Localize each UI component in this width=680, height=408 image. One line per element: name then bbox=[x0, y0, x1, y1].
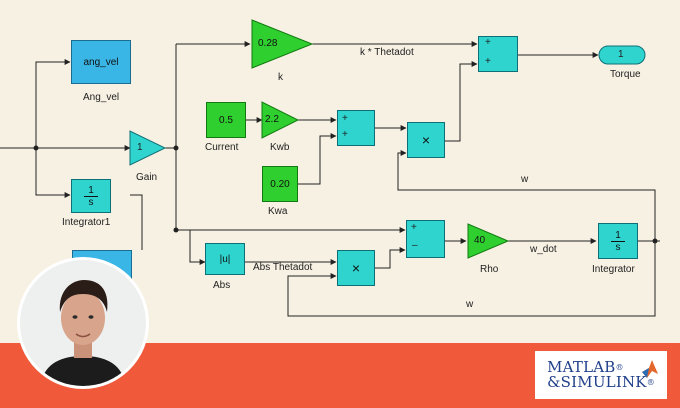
product-upper-block[interactable]: × bbox=[407, 122, 445, 158]
avatar bbox=[20, 260, 146, 386]
torque-port-number: 1 bbox=[618, 49, 624, 60]
integrator1-denominator: s bbox=[88, 196, 94, 208]
sum-lower-minus: – bbox=[412, 240, 418, 251]
sum-top-plus1: + bbox=[485, 37, 491, 48]
gain-k-label: k bbox=[278, 72, 283, 83]
abs-label: Abs bbox=[213, 280, 231, 291]
sum-middle-block[interactable] bbox=[337, 110, 375, 146]
gain-rho-shape bbox=[467, 223, 510, 259]
abs-block-text: |u| bbox=[219, 253, 231, 265]
person-portrait-icon bbox=[20, 260, 146, 386]
sum-lower-block[interactable] bbox=[406, 220, 445, 258]
integrator-block[interactable]: 1 s bbox=[598, 223, 638, 259]
current-constant-block[interactable]: 0.5 bbox=[206, 102, 246, 138]
kwa-label: Kwa bbox=[268, 206, 288, 217]
integrator-label: Integrator bbox=[592, 264, 635, 275]
signal-abs-thetadot: Abs Thetadot bbox=[253, 262, 313, 273]
kwb-label: Kwb bbox=[270, 142, 290, 153]
sum-lower-plus: + bbox=[411, 222, 417, 233]
kwa-value: 0.20 bbox=[270, 178, 290, 190]
kwa-constant-block[interactable]: 0.20 bbox=[262, 166, 298, 202]
gain-kwb-shape bbox=[261, 101, 300, 139]
sum-top-block[interactable] bbox=[478, 36, 518, 72]
gain-main-shape bbox=[129, 130, 167, 166]
signal-k-thetadot: k * Thetadot bbox=[360, 47, 414, 58]
signal-w-upper: w bbox=[521, 174, 529, 185]
abs-block[interactable]: |u| bbox=[205, 243, 245, 275]
rho-label: Rho bbox=[480, 264, 499, 275]
signal-w-dot: w_dot bbox=[530, 244, 557, 255]
integrator1-numerator: 1 bbox=[88, 184, 94, 196]
signal-w-lower: w bbox=[466, 299, 474, 310]
torque-label: Torque bbox=[610, 69, 641, 80]
integrator1-label: Integrator1 bbox=[62, 217, 111, 228]
product-upper-symbol: × bbox=[421, 132, 431, 148]
integrator-numerator: 1 bbox=[615, 229, 621, 241]
ang-vel-block-text: ang_vel bbox=[83, 56, 119, 68]
logo-line1: MATLAB bbox=[547, 358, 616, 376]
sum-middle-plus2: + bbox=[342, 129, 348, 140]
current-value: 0.5 bbox=[219, 114, 233, 126]
rho-value: 40 bbox=[474, 235, 486, 246]
gain-k-shape bbox=[251, 19, 314, 69]
torque-outport-shape bbox=[598, 45, 646, 65]
ang-vel-label: Ang_vel bbox=[83, 92, 120, 103]
product-lower-symbol: × bbox=[351, 260, 361, 276]
kwb-value: 2.2 bbox=[265, 114, 279, 125]
gain-main-label: Gain bbox=[136, 172, 158, 183]
gain-main-value: 1 bbox=[137, 142, 143, 153]
product-lower-block[interactable]: × bbox=[337, 250, 375, 286]
sum-top-plus2: + bbox=[485, 56, 491, 67]
logo-registered-mark: ® bbox=[615, 363, 624, 372]
integrator-denominator: s bbox=[615, 241, 621, 253]
gain-k-value: 0.28 bbox=[258, 38, 278, 49]
current-label: Current bbox=[205, 142, 239, 153]
logo-registered-mark-2: ® bbox=[646, 378, 655, 387]
logo-line2: &SIMULINK bbox=[547, 373, 647, 391]
matlab-membrane-icon bbox=[642, 360, 658, 378]
logo-wordmark: MATLAB® &SIMULINK® bbox=[547, 360, 655, 390]
sum-middle-plus1: + bbox=[342, 113, 348, 124]
integrator1-block[interactable]: 1 s bbox=[71, 179, 111, 213]
matlab-simulink-logo: MATLAB® &SIMULINK® bbox=[535, 351, 667, 399]
ang-vel-block[interactable]: ang_vel bbox=[71, 40, 131, 84]
